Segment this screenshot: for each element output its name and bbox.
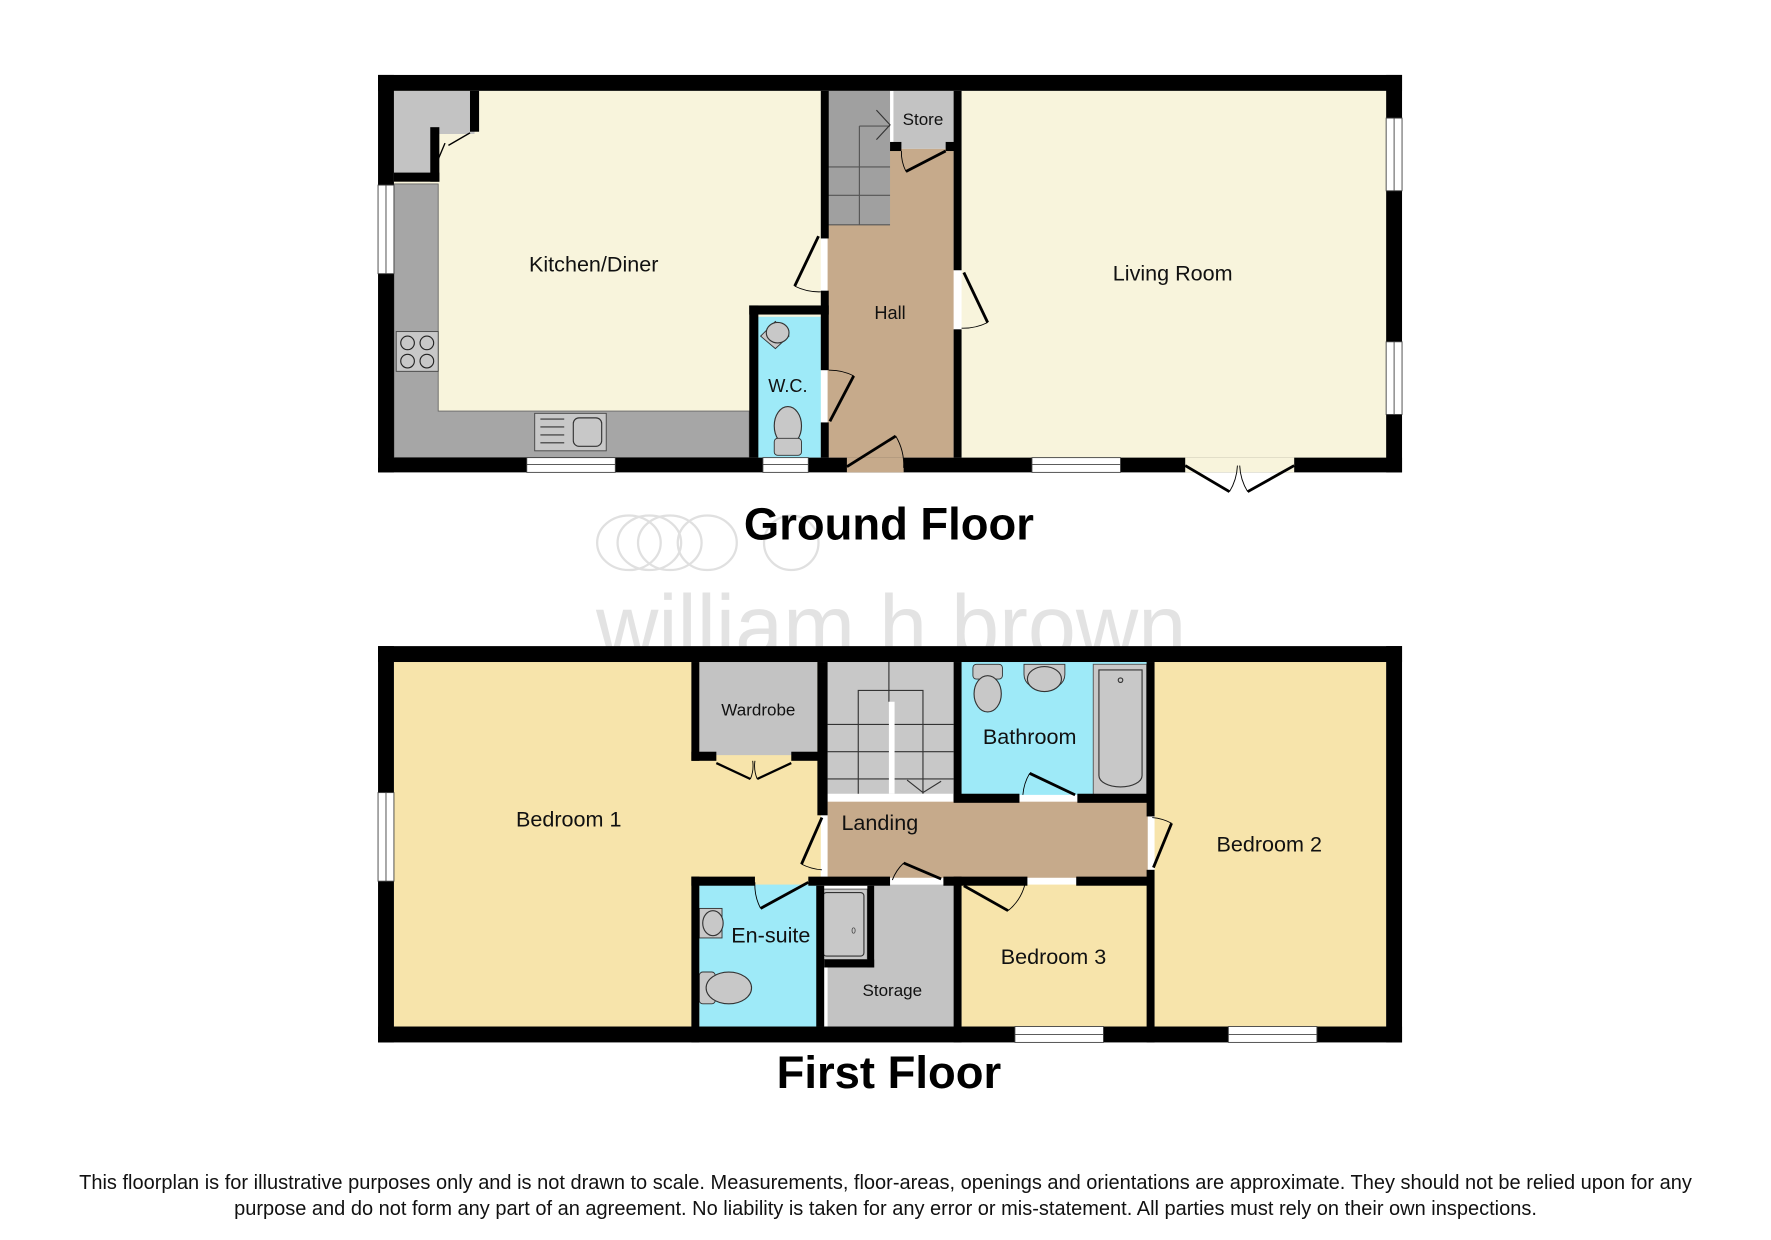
living-front-window-icon [1031, 457, 1121, 473]
shower-tray-icon: 0 [819, 888, 868, 960]
first-floor-doors [715, 760, 1173, 912]
wc-basin-icon [759, 320, 790, 350]
store-floor [893, 90, 954, 149]
sink-icon [534, 412, 607, 452]
room-label-bathroom: Bathroom [983, 724, 1076, 749]
bathroom-toilet-icon [972, 663, 1003, 713]
bedroom-3-floor [961, 884, 1148, 1027]
store-door-icon [900, 149, 947, 173]
kitchen-side-window-icon [377, 184, 395, 275]
living-side-window-bottom-icon [1385, 341, 1403, 415]
room-label-bedroom-2: Bedroom 2 [1216, 832, 1321, 857]
svg-text:0: 0 [851, 926, 856, 935]
living-side-window-top-icon [1385, 117, 1403, 192]
wardrobe-doors-icon [715, 760, 792, 781]
bedroom-3-window-icon [1014, 1026, 1104, 1043]
room-label-kitchen-diner: Kitchen/Diner [529, 251, 658, 276]
living-door-icon [961, 271, 989, 329]
ground-floor-title: Ground Floor [744, 498, 1034, 549]
disclaimer-line-1: This floorplan is for illustrative purpo… [79, 1172, 1692, 1194]
bedroom-2-floor [1154, 662, 1387, 1027]
room-label-store: Store [903, 110, 944, 129]
bedroom-2-window-icon [1227, 1026, 1318, 1043]
room-label-storage: Storage [863, 981, 923, 1000]
ground-floor-doors [435, 132, 1295, 493]
room-label-bedroom-3: Bedroom 3 [1001, 944, 1106, 969]
first-floor-plan: 0 [377, 646, 1403, 1098]
storage-door-icon [891, 861, 942, 881]
bedroom-1-window-icon [377, 792, 395, 882]
front-door-threshold [846, 457, 904, 473]
first-stairs-icon [827, 662, 954, 794]
room-label-landing: Landing [841, 810, 918, 835]
room-label-bedroom-1: Bedroom 1 [516, 807, 621, 832]
ground-floor-windows [377, 117, 1403, 473]
bedroom-3-door-icon [963, 883, 1026, 912]
room-label-hall: Hall [874, 303, 905, 323]
wc-door-icon [828, 369, 855, 422]
landing-floor [827, 801, 1148, 878]
bedroom-2-door-icon [1152, 817, 1173, 869]
room-label-wc: W.C. [768, 376, 807, 396]
kitchen-front-window-icon [526, 457, 616, 473]
cupboard-door-icon [435, 132, 471, 165]
en-suite-basin-icon [698, 907, 724, 939]
wc-toilet-icon [773, 405, 803, 456]
storage-floor [827, 884, 954, 1027]
kitchen-door-icon [793, 235, 821, 293]
room-label-living-room: Living Room [1113, 260, 1233, 285]
first-floor-title: First Floor [777, 1047, 1001, 1098]
front-door-icon [846, 434, 905, 468]
bathroom-door-icon [1022, 772, 1076, 797]
wardrobe-floor [699, 662, 818, 756]
disclaimer-line-2: purpose and do not form any part of an a… [234, 1198, 1537, 1220]
hob-icon [395, 331, 439, 372]
brand-rings-logo-icon [596, 514, 820, 572]
wc-window-icon [762, 457, 809, 473]
disclaimer: This floorplan is for illustrative purpo… [0, 1170, 1771, 1222]
ground-floor-plan: Kitchen/Diner Hall Store W.C. Living Roo… [377, 74, 1403, 549]
french-door-threshold [1185, 457, 1295, 473]
en-suite-toilet-icon [698, 971, 753, 1005]
living-room-floor [961, 90, 1387, 458]
en-suite-door-icon [754, 881, 809, 910]
first-floor-windows [377, 792, 1318, 1043]
ground-stairs-icon [827, 90, 891, 226]
bedroom-1-door-icon [800, 817, 824, 871]
bathroom-basin-icon [1023, 663, 1066, 693]
bath-icon [1092, 663, 1148, 796]
room-label-en-suite: En-suite [731, 922, 810, 947]
room-label-wardrobe: Wardrobe [721, 700, 795, 719]
french-doors-icon [1184, 464, 1295, 493]
